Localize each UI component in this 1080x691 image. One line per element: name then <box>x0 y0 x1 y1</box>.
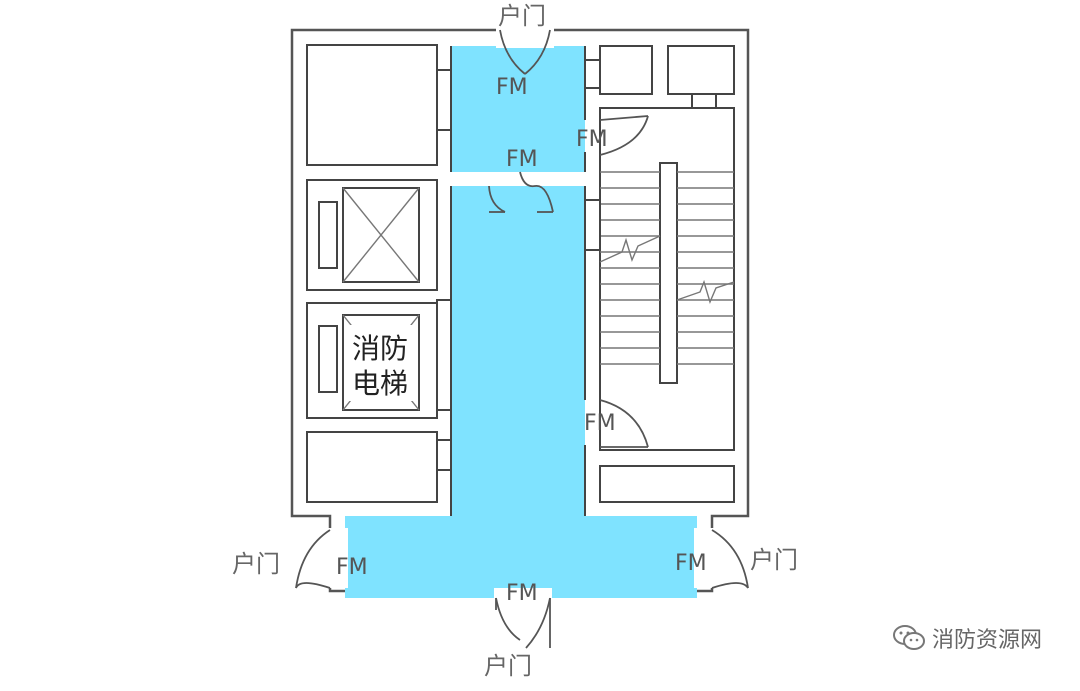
room-small-b <box>667 45 735 95</box>
label-fm-bottom: FM <box>506 581 538 606</box>
label-fm-right: FM <box>675 551 707 576</box>
label-fm-left: FM <box>336 555 368 580</box>
fire-elevator-label-line2: 电梯 <box>352 367 408 400</box>
door-lobby-mid <box>488 171 554 213</box>
watermark-text: 消防资源网 <box>931 628 1042 653</box>
label-unit-door-right: 户门 <box>750 546 798 574</box>
door-top-unit <box>499 29 551 75</box>
fire-lobby <box>345 186 697 598</box>
label-unit-door-left: 户门 <box>232 550 280 578</box>
fire-elevator-counterweight <box>318 325 338 393</box>
room-small-a <box>599 45 653 95</box>
room-bottom-right <box>599 465 735 503</box>
room-bottom-left <box>306 431 438 503</box>
label-fm-stair-bottom: FM <box>584 411 616 436</box>
stair-rail <box>659 162 678 384</box>
label-unit-door-bottom: 户门 <box>484 652 532 680</box>
door-bottom-unit <box>495 597 551 649</box>
watermark: 消防资源网 <box>892 622 1042 654</box>
label-fm-lobby: FM <box>506 147 538 172</box>
label-fm-front: FM <box>496 75 528 100</box>
fire-elevator-label-line1: 消防 <box>352 332 408 365</box>
door-right-unit <box>711 529 749 589</box>
room-top-left <box>306 44 438 166</box>
elevator-counterweight <box>318 201 338 269</box>
door-left-unit <box>295 529 331 589</box>
wechat-icon <box>892 625 925 650</box>
stair-treads <box>599 171 735 365</box>
label-fm-stair-top: FM <box>576 127 608 152</box>
label-unit-door-top: 户门 <box>498 2 546 30</box>
door-stair-bottom <box>599 399 649 448</box>
door-stair-top <box>599 115 649 156</box>
